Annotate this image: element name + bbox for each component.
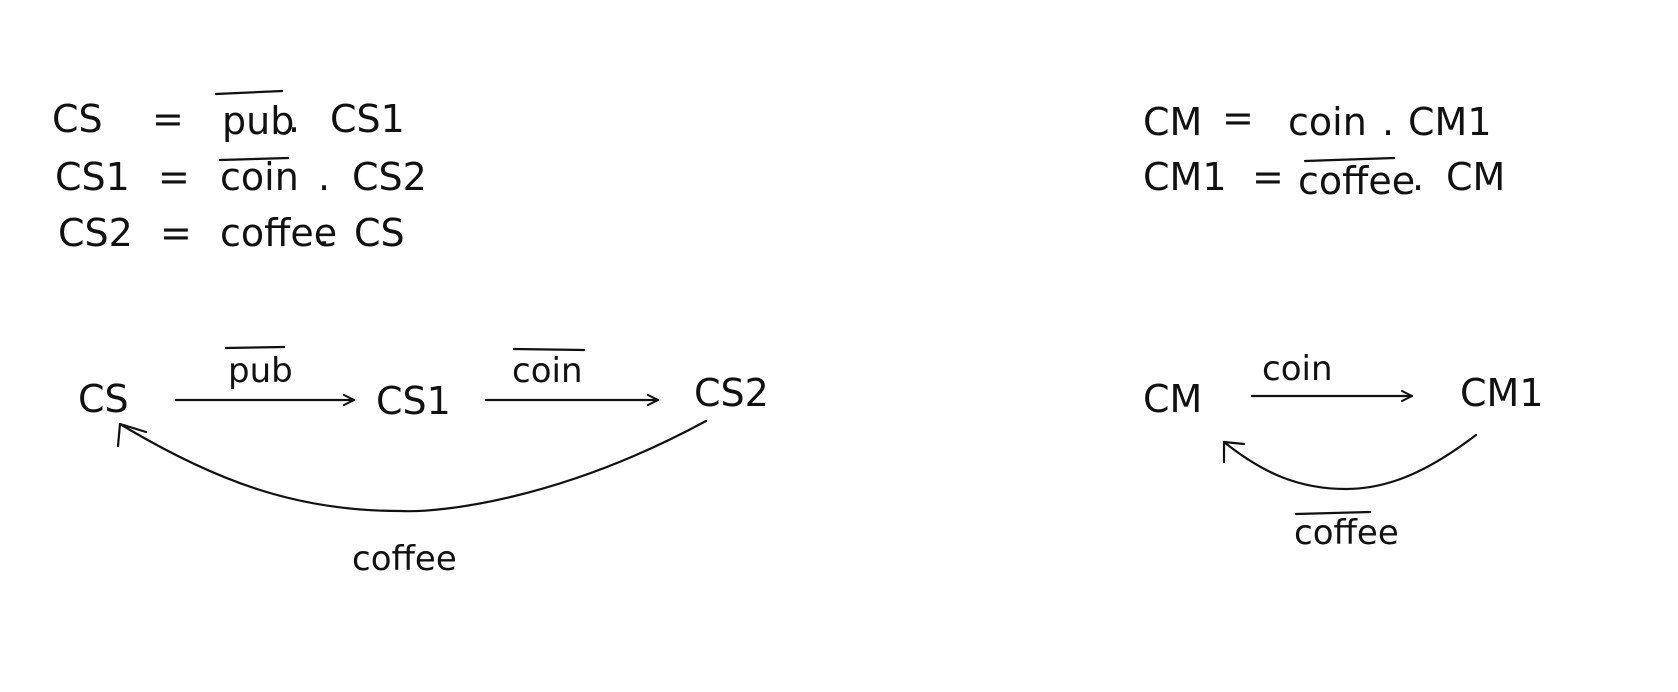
equation-next: CM1	[1408, 100, 1492, 144]
equation-equals: =	[158, 155, 190, 199]
cm-transition-graph: CM CM1 coin coffee	[1143, 349, 1544, 553]
equation-action: coin	[220, 155, 299, 199]
equation-lhs: CS2	[58, 211, 133, 255]
transition-label-coin: coin	[512, 351, 583, 391]
state-cm: CM	[1143, 377, 1202, 421]
equation-equals: =	[1222, 96, 1254, 140]
equation-lhs: CS1	[55, 155, 130, 199]
arrowhead-icon	[1222, 440, 1246, 464]
state-cs: CS	[78, 377, 129, 421]
equation-equals: =	[1252, 155, 1284, 199]
cs-equation-1: CS = pub . CS1	[52, 89, 405, 143]
equation-action: coffee	[1298, 159, 1415, 203]
equation-next: CS2	[352, 155, 427, 199]
cs-equation-2: CS1 = coin . CS2	[55, 155, 427, 199]
equation-lhs: CS	[52, 97, 103, 141]
arrowhead-icon	[116, 422, 148, 448]
output-overbar	[1294, 510, 1372, 516]
output-overbar	[512, 347, 586, 352]
cs-equation-3: CS2 = coffee . CS	[58, 211, 405, 255]
equation-equals: =	[152, 97, 184, 141]
state-cs1: CS1	[376, 379, 451, 423]
cs-transition-graph: CS CS1 CS2 pub coin coffee	[78, 345, 769, 579]
transition-label-pub: pub	[228, 351, 293, 391]
equation-dot: .	[1412, 155, 1424, 199]
state-cs2: CS2	[694, 371, 769, 415]
equation-next: CM	[1446, 155, 1505, 199]
equation-lhs: CM1	[1143, 155, 1227, 199]
equation-next: CS	[354, 211, 405, 255]
state-cm1: CM1	[1460, 371, 1544, 415]
output-overbar	[224, 345, 286, 350]
output-overbar	[1303, 156, 1396, 163]
equation-action: coffee	[220, 211, 337, 255]
transition-arrow-cs2-cs	[118, 419, 708, 513]
equation-dot: .	[318, 211, 330, 255]
equation-lhs: CM	[1143, 100, 1202, 144]
equation-next: CS1	[330, 97, 405, 141]
equation-action: pub	[222, 99, 294, 143]
output-overbar	[218, 156, 290, 162]
equation-dot: .	[288, 97, 300, 141]
cm-equation-2: CM1 = coffee . CM	[1143, 155, 1505, 203]
equation-equals: =	[160, 211, 192, 255]
equation-action: coin	[1288, 100, 1367, 144]
output-overbar	[214, 89, 284, 96]
cm-equations: CM = coin . CM1 CM1 = coffee . CM	[1143, 96, 1505, 203]
transition-label-coffee: coffee	[352, 539, 457, 579]
cm-equation-1: CM = coin . CM1	[1143, 96, 1492, 144]
transition-arrow-cm1-cm	[1222, 433, 1478, 491]
transition-label-coffee: coffee	[1294, 513, 1399, 553]
equation-dot: .	[318, 155, 330, 199]
cs-equations: CS = pub . CS1 CS1 = coin . CS2 CS2 = co…	[52, 89, 427, 255]
equation-dot: .	[1382, 100, 1394, 144]
transition-label-coin: coin	[1262, 349, 1333, 389]
